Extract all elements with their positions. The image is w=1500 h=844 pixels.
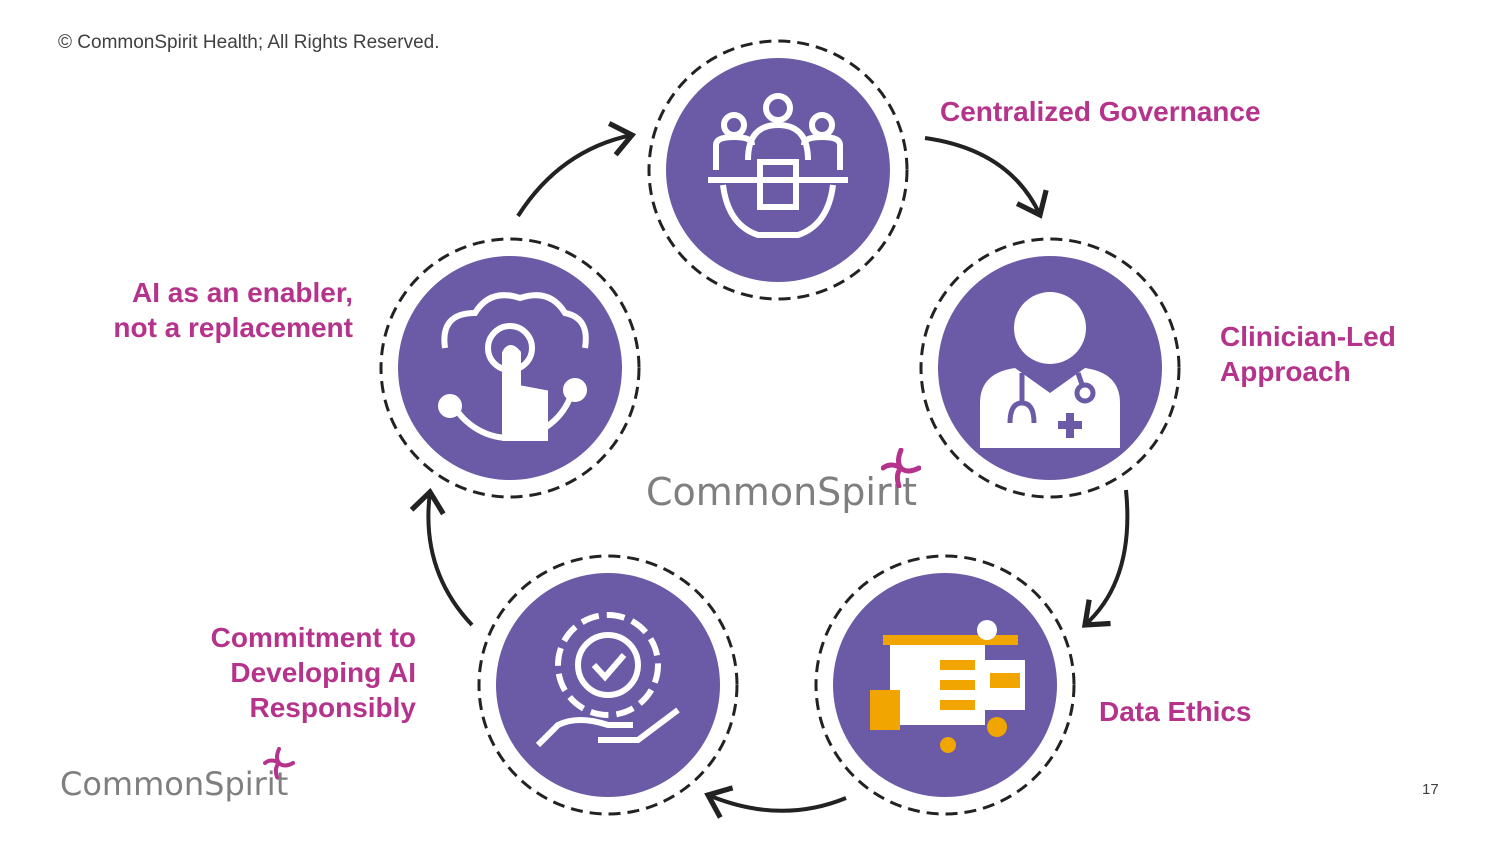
cloud-touch-icon	[438, 292, 589, 441]
logo-text: CommonSpirit	[646, 470, 918, 514]
center-logo: CommonSpirit	[646, 448, 921, 515]
logo-cross-icon	[263, 747, 295, 779]
enabler-node	[379, 237, 641, 499]
governance-node	[647, 39, 909, 301]
data-board-icon	[870, 620, 1025, 753]
logo-cross-icon	[881, 448, 921, 488]
label-data-ethics: Data Ethics	[1099, 696, 1252, 727]
doctor-icon	[980, 292, 1120, 448]
ethics-node	[814, 554, 1076, 816]
copyright-notice: © CommonSpirit Health; All Rights Reserv…	[58, 32, 440, 53]
page-number: 17	[1422, 781, 1439, 798]
arrow-enabler-to-governance	[516, 121, 637, 218]
footer-logo: CommonSpirit	[60, 747, 295, 803]
arrow-commitment-to-enabler	[409, 487, 474, 627]
label-ai-enabler: AI as an enabler,not a replacement	[113, 277, 353, 343]
logo-text: CommonSpirit	[60, 765, 289, 803]
clinician-node	[919, 237, 1181, 499]
gear-check-hand-icon	[535, 612, 680, 748]
commitment-node	[477, 554, 739, 816]
governance-people-icon	[708, 93, 848, 238]
label-centralized-governance: Centralized Governance	[940, 96, 1261, 127]
arrow-ethics-to-commitment	[704, 785, 847, 819]
arrow-governance-to-clinician	[924, 136, 1049, 219]
arrow-clinician-to-ethics	[1081, 489, 1130, 628]
